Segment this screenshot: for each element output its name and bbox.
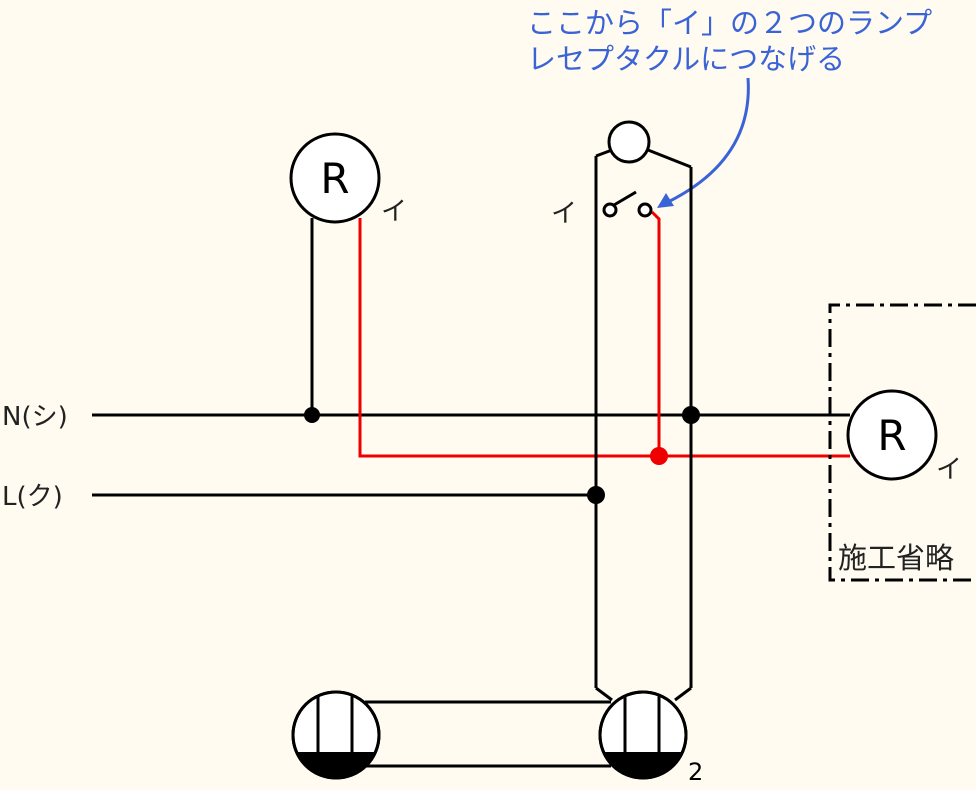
- outlet-count: 2: [688, 758, 703, 786]
- switch-terminal-left: [602, 202, 618, 218]
- annotation-arrowhead: [657, 193, 674, 208]
- switched-wire: [358, 218, 850, 458]
- neutral-label: N(シ): [2, 402, 68, 432]
- lamp-receptacle-left: [289, 132, 381, 224]
- omitted-label: 施工省略: [838, 541, 954, 575]
- junction-dot-left: [304, 407, 320, 423]
- annotation-arrow: [667, 77, 750, 204]
- switch-terminal-right: [637, 202, 653, 218]
- switch-label: イ: [551, 199, 577, 229]
- cable-bottom-right: [674, 686, 692, 702]
- cable-bottom-left: [595, 686, 613, 702]
- junction-dot-line: [587, 486, 605, 504]
- outlet-right: [598, 690, 688, 780]
- junction-box: [607, 120, 651, 164]
- lamp-receptacle-right: [846, 389, 938, 481]
- lamp-right-symbol: R: [877, 411, 906, 460]
- lamp-left-symbol: R: [320, 154, 349, 203]
- outlet-left: [291, 690, 381, 780]
- junction-dot-red: [650, 447, 668, 465]
- omitted-area-border: [828, 303, 976, 582]
- annotation-line-2: レセプタクルにつなげる: [527, 42, 845, 76]
- switch-lever: [613, 190, 637, 207]
- lamp-left-label: イ: [381, 197, 407, 227]
- line-label: L(ク): [2, 482, 63, 512]
- junction-dot-right: [682, 406, 700, 424]
- switch-return-wire: [650, 210, 661, 456]
- cable-top-left: [595, 148, 613, 158]
- lamp-right-label: イ: [936, 455, 962, 485]
- cable-top-right: [647, 148, 692, 169]
- annotation-line-1: ここから「イ」の２つのランプ: [527, 6, 932, 40]
